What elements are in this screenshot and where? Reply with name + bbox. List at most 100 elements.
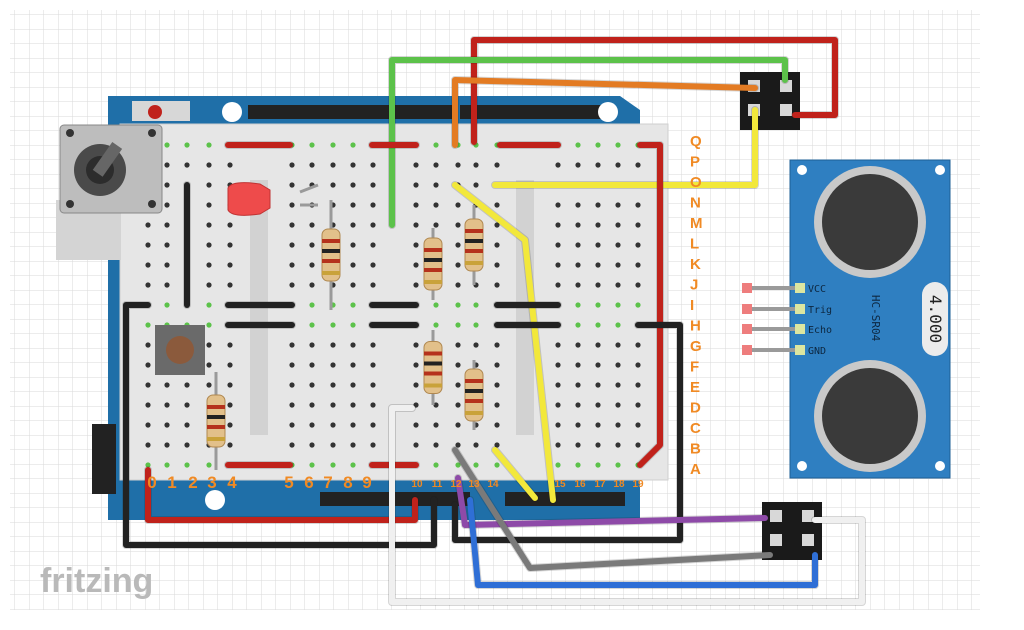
breadboard-hole [330,182,336,188]
breadboard-hole [555,282,561,288]
breadboard-hole [413,222,419,228]
breadboard-hole [575,222,581,228]
row-label: M [690,215,703,232]
breadboard-hole [575,422,581,428]
breadboard-hole [635,342,641,348]
breadboard-hole [473,182,479,188]
breadboard-hole [289,222,295,228]
breadboard-hole [455,442,461,448]
column-label: 0 [147,473,156,492]
resistor [321,200,341,310]
breadboard-hole [555,242,561,248]
breadboard-hole [350,142,356,148]
row-label: Q [690,133,702,150]
breadboard-hole [227,362,233,368]
breadboard-hole [473,302,479,308]
breadboard-hole [370,362,376,368]
breadboard-hole [455,462,461,468]
breadboard-hole [433,422,439,428]
breadboard-hole [350,282,356,288]
breadboard-hole [433,302,439,308]
breadboard-hole [206,462,212,468]
row-label: B [690,441,701,458]
breadboard-hole [164,282,170,288]
sensor-pin-label: Trig [808,305,832,316]
breadboard-hole [184,162,190,168]
breadboard-hole [289,442,295,448]
sensor-pin-label: Echo [808,325,832,336]
breadboard-hole [615,202,621,208]
breadboard-hole [494,382,500,388]
breadboard-hole [227,382,233,388]
breadboard-hole [184,402,190,408]
row-label: O [690,174,702,191]
breadboard-hole [330,142,336,148]
breadboard-hole [309,362,315,368]
breadboard-hole [370,202,376,208]
breadboard-hole [494,422,500,428]
breadboard-hole [615,282,621,288]
breadboard-hole [309,402,315,408]
column-label: 10 [411,479,423,490]
breadboard-hole [433,142,439,148]
column-label: 5 [284,473,293,492]
column-label: 9 [362,473,371,492]
breadboard-hole [494,462,500,468]
row-label: F [690,359,699,376]
breadboard-hole [370,242,376,248]
breadboard-hole [413,382,419,388]
breadboard-hole [615,442,621,448]
breadboard-hole [595,202,601,208]
breadboard-hole [370,222,376,228]
breadboard-hole [575,282,581,288]
breadboard-hole [206,242,212,248]
breadboard-hole [370,262,376,268]
breadboard-hole [289,262,295,268]
resistor [423,228,443,300]
breadboard-hole [615,382,621,388]
breadboard-hole [615,222,621,228]
breadboard-hole [309,162,315,168]
breadboard-hole [615,302,621,308]
column-label: 19 [632,479,644,490]
breadboard-hole [595,462,601,468]
breadboard-hole [413,402,419,408]
breadboard-hole [413,422,419,428]
breadboard-hole [575,242,581,248]
row-label: G [690,338,702,355]
breadboard-hole [350,222,356,228]
breadboard-hole [635,442,641,448]
breadboard-hole [413,162,419,168]
breadboard-hole [164,382,170,388]
breadboard-hole [227,242,233,248]
column-label: 11 [432,479,443,490]
breadboard-hole [350,342,356,348]
breadboard-hole [164,202,170,208]
breadboard-hole [494,362,500,368]
breadboard-hole [494,342,500,348]
breadboard-hole [309,242,315,248]
breadboard-hole [289,202,295,208]
breadboard-hole [615,422,621,428]
column-label: 15 [554,479,566,490]
breadboard-hole [575,262,581,268]
column-label: 2 [188,473,197,492]
breadboard-hole [455,342,461,348]
column-label: 18 [613,479,625,490]
breadboard-hole [206,162,212,168]
breadboard-hole [595,222,601,228]
breadboard-hole [227,162,233,168]
breadboard-hole [615,402,621,408]
breadboard-hole [433,162,439,168]
breadboard-hole [575,442,581,448]
breadboard-hole [145,262,151,268]
breadboard-hole [433,402,439,408]
breadboard-hole [433,322,439,328]
breadboard-hole [309,382,315,388]
breadboard-hole [164,422,170,428]
breadboard-hole [595,422,601,428]
breadboard-hole [227,442,233,448]
